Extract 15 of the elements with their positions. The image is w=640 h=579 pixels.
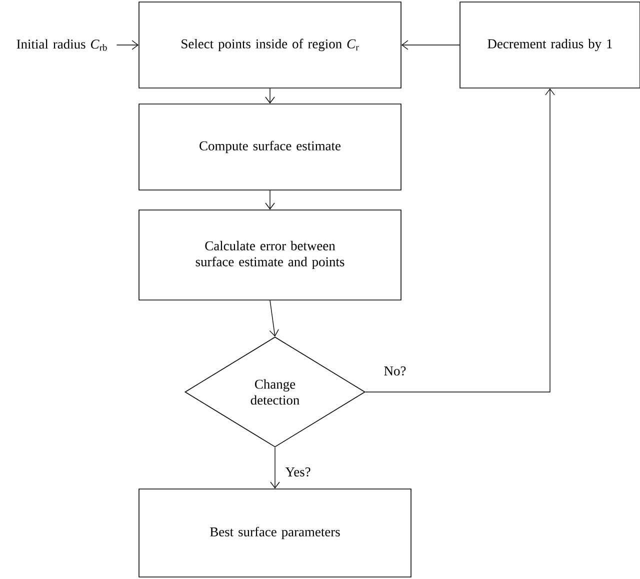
arrow: [365, 88, 555, 392]
edge-label: Yes?: [284, 466, 312, 478]
input-label: Initial radius C$_{rb}$: [16, 39, 107, 51]
process-box: Compute surface estimate: [138, 104, 402, 190]
arrow: [265, 88, 275, 104]
process-box: Select points inside of region C$_{r}$: [138, 2, 402, 88]
arrow: [116, 40, 139, 50]
arrow: [270, 447, 280, 489]
arrow: [401, 40, 460, 50]
arrow: [265, 190, 275, 210]
process-box: Decrement radius by 1: [460, 2, 640, 88]
arrow: [269, 300, 279, 337]
process-box: Calculate error between surface estimate and points: [138, 210, 402, 300]
process-box: Best surface parameters: [138, 488, 412, 578]
edge-label: No?: [382, 365, 408, 377]
